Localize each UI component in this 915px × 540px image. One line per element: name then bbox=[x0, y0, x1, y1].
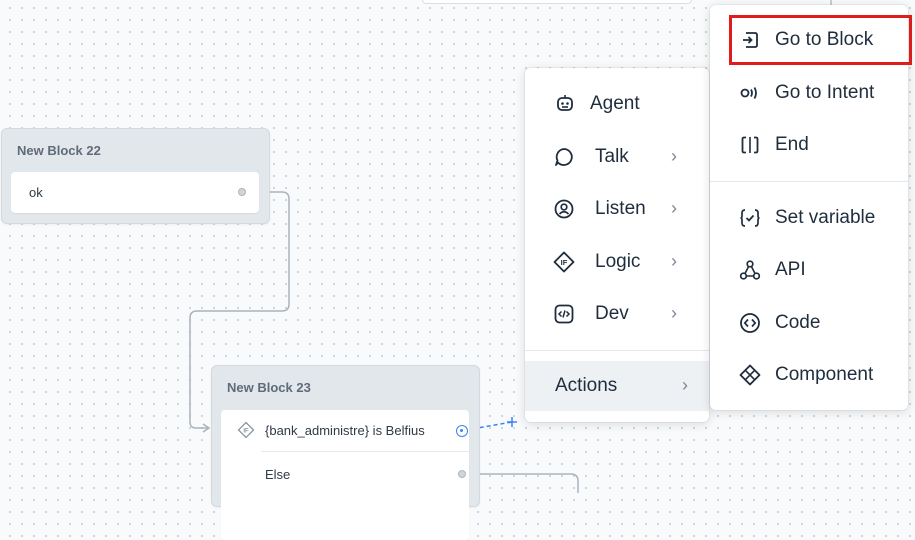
menu-item-label: Listen bbox=[595, 198, 646, 219]
menu-item-talk[interactable]: Talk › bbox=[525, 137, 709, 177]
menu-item-agent[interactable]: Agent bbox=[525, 84, 709, 124]
connector-stub bbox=[830, 0, 832, 6]
svg-text:IF: IF bbox=[243, 429, 249, 435]
plus-icon bbox=[507, 417, 517, 427]
step-divider bbox=[261, 451, 469, 452]
menu-item-label: Go to Block bbox=[775, 29, 874, 50]
menu-divider bbox=[710, 181, 908, 182]
arrow-head bbox=[202, 423, 211, 433]
step-ok[interactable]: ok bbox=[11, 172, 259, 213]
menu-item-code[interactable]: Code bbox=[710, 303, 908, 343]
chevron-right-icon: › bbox=[671, 303, 677, 324]
block-new-block-23[interactable]: New Block 23 IF {bank_administre} is Bel… bbox=[211, 365, 480, 540]
menu-item-label: Talk bbox=[595, 146, 629, 167]
output-port-active[interactable] bbox=[456, 425, 468, 437]
menu-item-label: Go to Intent bbox=[775, 82, 875, 103]
go-to-block-icon bbox=[743, 32, 758, 48]
actions-submenu: Go to Block Go to Intent End Set variabl… bbox=[710, 5, 908, 410]
menu-item-go-to-intent[interactable]: Go to Intent bbox=[710, 73, 908, 113]
go-to-intent-icon bbox=[740, 87, 757, 99]
step-condition[interactable]: IF {bank_administre} is Belfius Else bbox=[221, 410, 469, 540]
end-icon bbox=[741, 136, 759, 154]
chat-bubble-icon bbox=[555, 148, 573, 166]
menu-item-actions[interactable]: Actions › bbox=[525, 361, 709, 411]
menu-item-label: Logic bbox=[595, 251, 641, 272]
step-text: ok bbox=[29, 185, 43, 200]
chevron-right-icon: › bbox=[682, 375, 688, 396]
menu-item-label: Code bbox=[775, 312, 821, 333]
block-new-block-22[interactable]: New Block 22 ok bbox=[1, 128, 270, 224]
component-icon bbox=[739, 364, 761, 386]
menu-item-dev[interactable]: Dev › bbox=[525, 294, 709, 334]
menu-item-label: API bbox=[775, 259, 806, 280]
if-diamond-icon: IF bbox=[553, 251, 575, 273]
menu-item-api[interactable]: API bbox=[710, 250, 908, 290]
menu-divider bbox=[525, 350, 709, 351]
api-icon bbox=[739, 260, 761, 280]
menu-item-label: Actions bbox=[555, 375, 618, 396]
if-diamond-icon: IF bbox=[237, 421, 255, 439]
menu-item-end[interactable]: End bbox=[710, 125, 908, 165]
code-icon bbox=[740, 313, 760, 333]
block-title: New Block 22 bbox=[17, 143, 101, 158]
chevron-right-icon: › bbox=[671, 146, 677, 167]
code-square-icon bbox=[554, 304, 574, 324]
connector-else bbox=[462, 473, 579, 493]
menu-item-label: Set variable bbox=[775, 207, 876, 228]
menu-item-listen[interactable]: Listen › bbox=[525, 189, 709, 229]
else-port[interactable] bbox=[458, 470, 466, 478]
condition-text: {bank_administre} is Belfius bbox=[265, 423, 425, 438]
chevron-right-icon: › bbox=[671, 251, 677, 272]
menu-item-set-variable[interactable]: Set variable bbox=[710, 198, 908, 238]
chevron-right-icon: › bbox=[671, 198, 677, 219]
svg-text:IF: IF bbox=[561, 258, 568, 267]
menu-item-label: Agent bbox=[590, 93, 640, 114]
menu-item-component[interactable]: Component bbox=[710, 355, 908, 395]
connector-ok-to-block23 bbox=[189, 191, 290, 429]
output-port[interactable] bbox=[238, 188, 246, 196]
block-title: New Block 23 bbox=[227, 380, 311, 395]
set-variable-icon bbox=[740, 209, 760, 227]
menu-item-label: Dev bbox=[595, 303, 629, 324]
menu-item-logic[interactable]: IF Logic › bbox=[525, 242, 709, 282]
menu-item-label: Component bbox=[775, 364, 874, 385]
step-type-menu: Agent Talk › Listen › IF Logic › Dev › bbox=[525, 68, 709, 422]
robot-icon bbox=[557, 95, 573, 111]
block-stub-top bbox=[422, 0, 692, 4]
highlight-box bbox=[729, 15, 912, 65]
menu-item-go-to-block[interactable]: Go to Block bbox=[710, 20, 908, 60]
else-text: Else bbox=[265, 467, 291, 482]
menu-item-label: End bbox=[775, 134, 809, 155]
user-circle-icon bbox=[554, 199, 574, 219]
